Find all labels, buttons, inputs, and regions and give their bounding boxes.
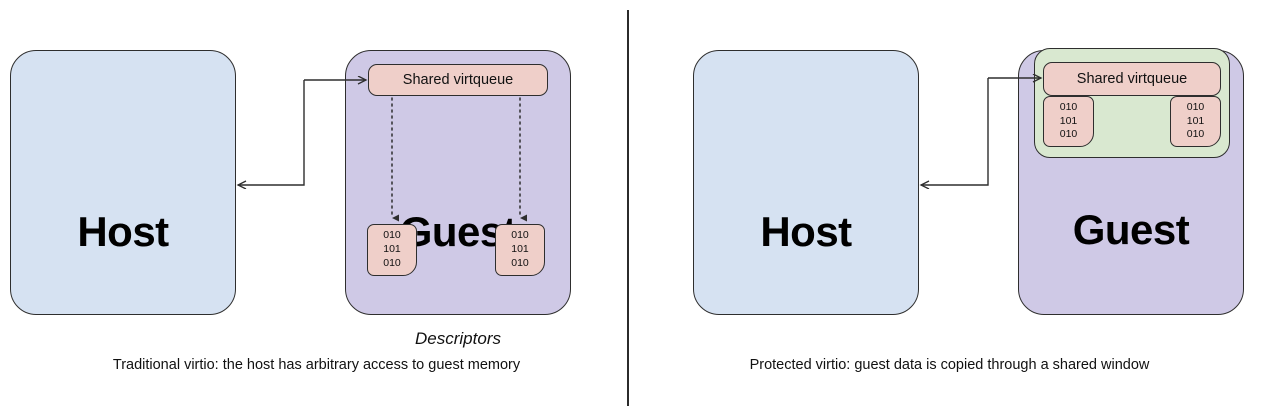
descriptor-card[interactable]: 010 101 010 <box>1043 96 1094 147</box>
host-label: Host <box>760 208 852 255</box>
host-box-traditional[interactable]: Host <box>10 50 236 315</box>
descriptor-card[interactable]: 010 101 010 <box>1170 96 1221 147</box>
descriptor-bits-line: 101 <box>511 243 529 256</box>
descriptor-bits-line: 101 <box>1059 114 1078 127</box>
descriptor-bits-line: 010 <box>383 229 401 242</box>
shared-virtqueue-box-traditional[interactable]: Shared virtqueue <box>368 64 548 96</box>
descriptor-bits-line: 010 <box>1186 128 1205 141</box>
descriptor-bits-line: 010 <box>1059 128 1078 141</box>
descriptor-bits-line: 010 <box>1059 100 1078 113</box>
shared-virtqueue-label: Shared virtqueue <box>402 72 514 88</box>
descriptor-bits-line: 101 <box>1186 114 1205 127</box>
descriptor-bits-line: 010 <box>383 256 401 269</box>
descriptor-bits-line: 101 <box>383 243 401 256</box>
descriptor-card[interactable]: 010 101 010 <box>367 224 417 276</box>
panel-protected-virtio: Host Guest Shared virtqueue 010 101 010 … <box>633 0 1266 408</box>
caption-protected: Protected virtio: guest data is copied t… <box>749 357 1150 373</box>
guest-label: Guest <box>1072 206 1190 253</box>
panel-divider <box>627 10 629 406</box>
caption-traditional: Traditional virtio: the host has arbitra… <box>112 357 521 373</box>
descriptor-card[interactable]: 010 101 010 <box>495 224 545 276</box>
descriptor-bits-line: 010 <box>1186 100 1205 113</box>
host-box-protected[interactable]: Host <box>693 50 919 315</box>
descriptor-bits-line: 010 <box>511 256 529 269</box>
descriptors-label: Descriptors <box>415 329 501 348</box>
arrow-segment-to-host <box>921 78 989 185</box>
arrow-segment-to-host <box>238 80 305 185</box>
shared-virtqueue-box-protected[interactable]: Shared virtqueue <box>1043 62 1221 96</box>
host-label: Host <box>77 208 169 255</box>
shared-virtqueue-label: Shared virtqueue <box>1076 71 1188 87</box>
descriptor-bits-line: 010 <box>511 229 529 242</box>
panel-traditional-virtio: Host Guest Descriptors Shared virtqueue … <box>10 50 571 373</box>
